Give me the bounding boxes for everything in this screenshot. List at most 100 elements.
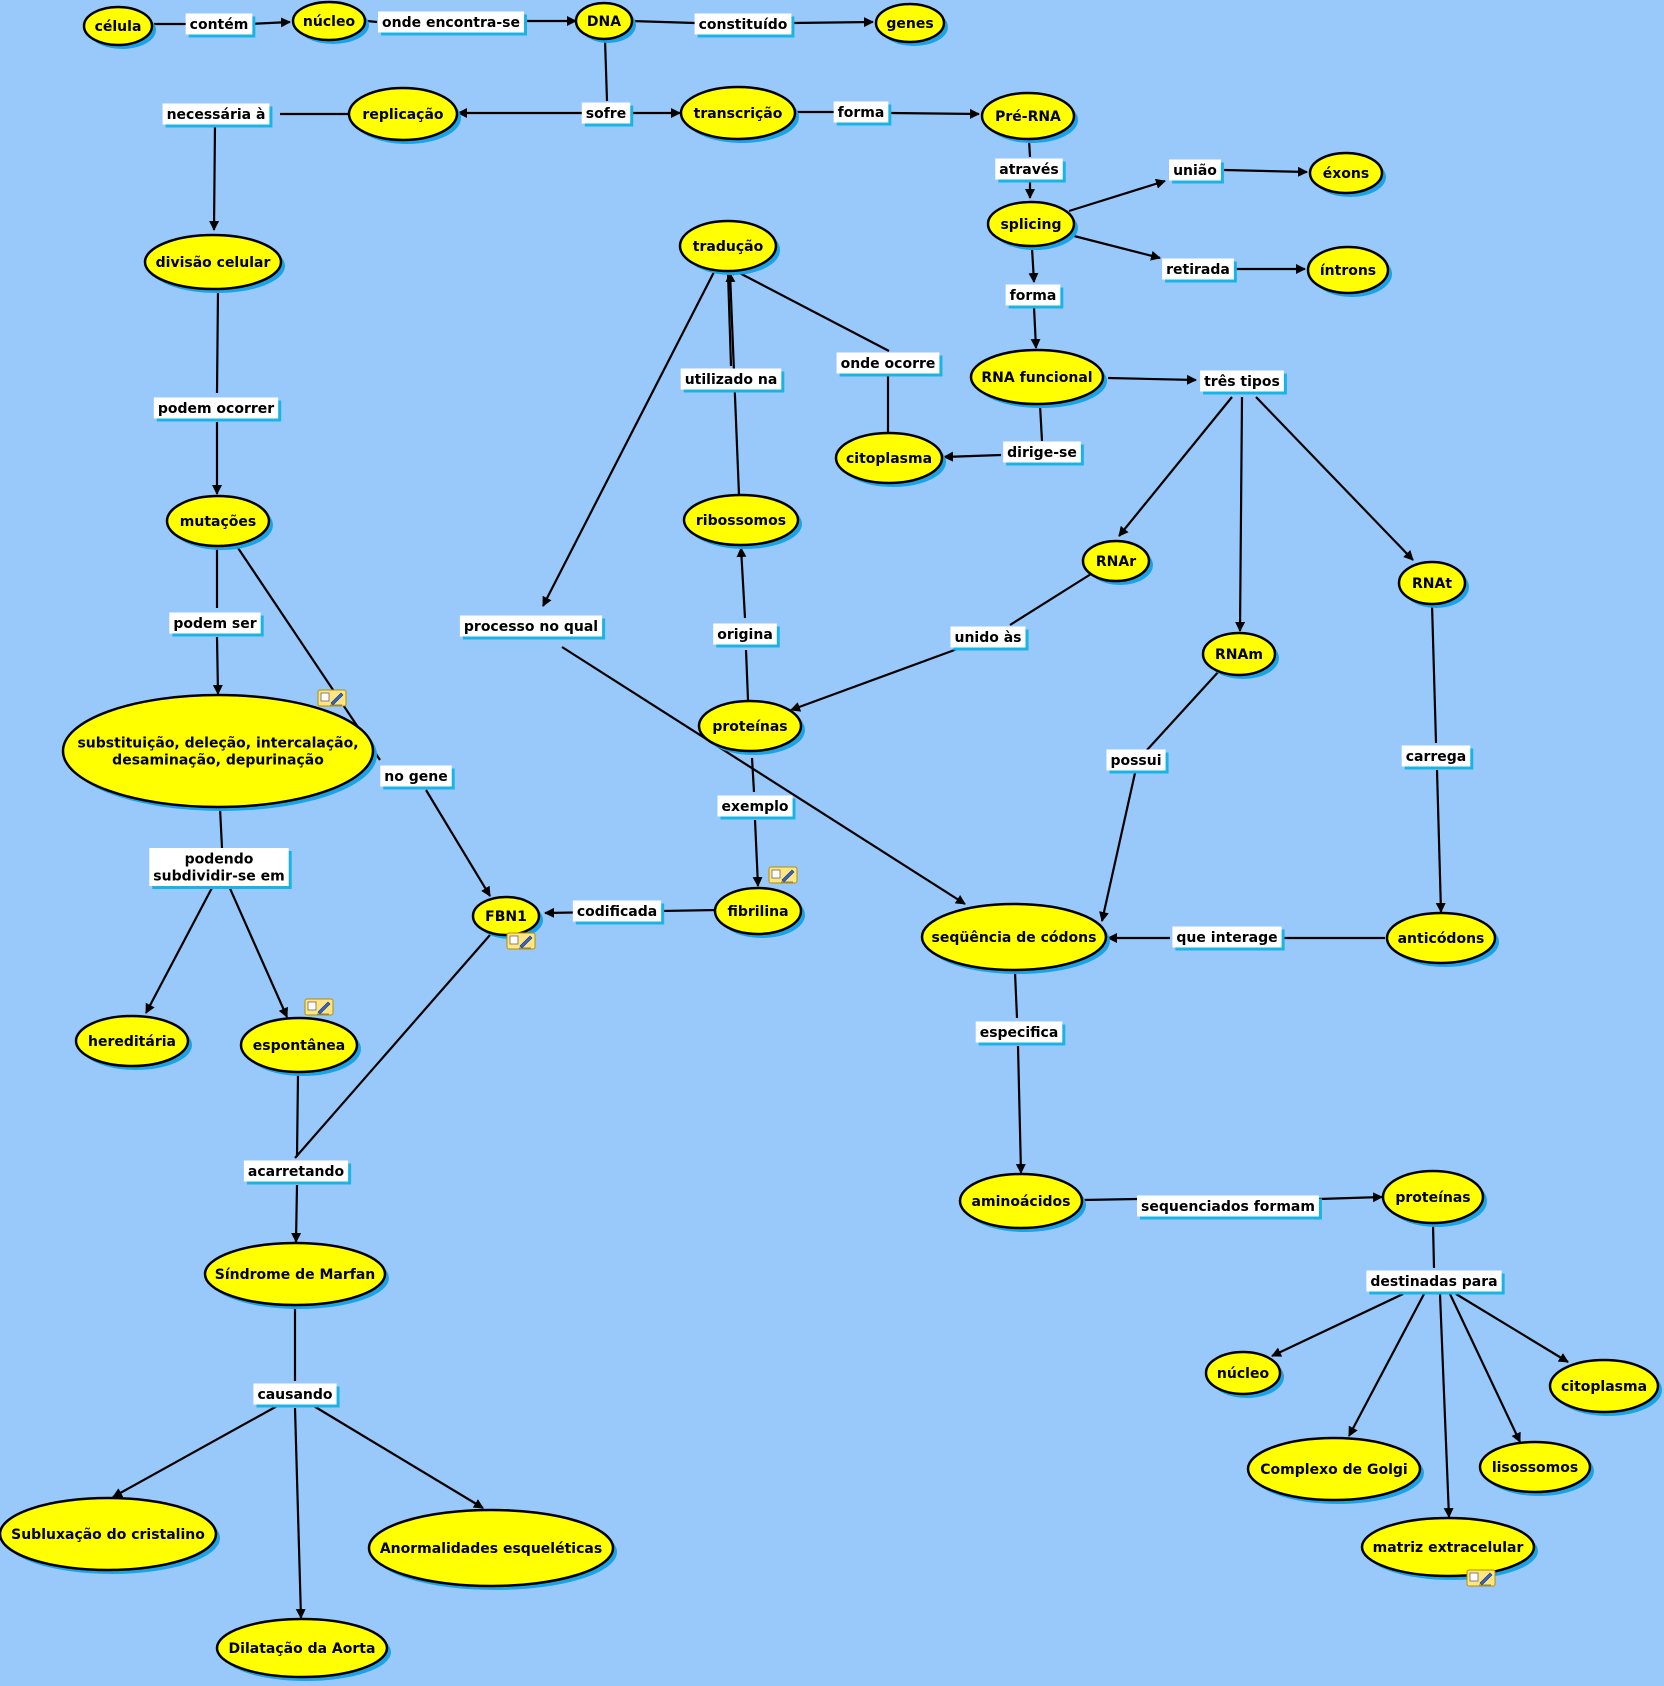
concept-citoplasma2[interactable]: citoplasma <box>1548 1358 1662 1416</box>
concept-label: Síndrome de Marfan <box>215 1267 376 1283</box>
link-label-box <box>149 848 289 886</box>
concept-ellipse[interactable] <box>1201 631 1277 677</box>
concept-label: Anormalidades esqueléticas <box>380 1541 602 1557</box>
concept-ellipse[interactable] <box>874 2 946 44</box>
note-icon[interactable] <box>1466 1569 1496 1587</box>
concept-ellipse[interactable] <box>678 219 778 273</box>
concept-ellipse[interactable] <box>574 1 634 41</box>
concept-ellipse[interactable] <box>980 91 1076 141</box>
concept-citoplasma1[interactable]: citoplasma <box>834 431 946 487</box>
concept-ellipse[interactable] <box>1360 1516 1536 1578</box>
concept-ellipse[interactable] <box>679 85 797 141</box>
concept-ellipse[interactable] <box>165 494 271 548</box>
concept-ellipse[interactable] <box>215 1617 389 1679</box>
concept-ellipse[interactable] <box>143 233 283 291</box>
link-label-destinadas: destinadas para <box>1366 1270 1505 1295</box>
concept-dna[interactable]: DNA <box>574 1 636 43</box>
concept-seqcodons[interactable]: seqüência de códons <box>920 902 1110 974</box>
concept-ellipse[interactable] <box>834 431 944 485</box>
concept-label: fibrilina <box>727 904 788 920</box>
concept-ellipse[interactable] <box>471 895 541 937</box>
concept-ellipse[interactable] <box>82 5 154 47</box>
concept-rnar[interactable]: RNAr <box>1081 539 1153 585</box>
concept-ellipse[interactable] <box>713 886 803 936</box>
concept-label: célula <box>95 19 142 35</box>
concept-proteinas2[interactable]: proteínas <box>1381 1169 1487 1227</box>
concept-ellipse[interactable] <box>0 1496 218 1572</box>
concept-traducao[interactable]: tradução <box>678 219 780 275</box>
note-icon[interactable] <box>317 689 347 707</box>
concept-marfan[interactable]: Síndrome de Marfan <box>203 1241 389 1309</box>
note-icon[interactable] <box>304 998 334 1016</box>
concept-transcricao[interactable]: transcrição <box>679 85 799 143</box>
concept-ellipse[interactable] <box>203 1241 387 1307</box>
concept-fibrilina[interactable]: fibrilina <box>713 886 805 938</box>
concept-golgi[interactable]: Complexo de Golgi <box>1246 1436 1424 1504</box>
concept-ellipse[interactable] <box>697 699 803 753</box>
concept-ellipse[interactable] <box>1081 539 1151 583</box>
concept-ellipse[interactable] <box>74 1014 190 1068</box>
concept-celula[interactable]: célula <box>82 5 156 49</box>
link-label-box <box>572 900 662 922</box>
concept-fbn1[interactable]: FBN1 <box>471 895 543 939</box>
concept-introns[interactable]: íntrons <box>1306 245 1392 297</box>
concept-substituicao[interactable]: substituição, deleção, intercalação,desa… <box>61 693 377 811</box>
concept-ellipse[interactable] <box>347 86 459 142</box>
concept-ellipse[interactable] <box>61 693 375 809</box>
concept-anormalidades[interactable]: Anormalidades esqueléticas <box>367 1508 617 1590</box>
concept-ellipse[interactable] <box>920 902 1108 972</box>
concept-ellipse[interactable] <box>291 0 367 42</box>
concept-ellipse[interactable] <box>1308 151 1384 195</box>
connection-line <box>1107 374 1197 385</box>
concept-ellipse[interactable] <box>367 1508 615 1588</box>
link-label-box <box>380 765 452 787</box>
concept-exons[interactable]: éxons <box>1308 151 1386 197</box>
concept-prerna[interactable]: Pré-RNA <box>980 91 1078 143</box>
concept-proteinas1[interactable]: proteínas <box>697 699 805 755</box>
concept-genes[interactable]: genes <box>874 2 948 46</box>
concept-ellipse[interactable] <box>1548 1358 1660 1414</box>
concept-ellipse[interactable] <box>1246 1436 1422 1502</box>
concept-lisossomos[interactable]: lisossomos <box>1478 1440 1594 1496</box>
concept-ellipse[interactable] <box>986 200 1076 248</box>
concept-matriz[interactable]: matriz extracelular <box>1360 1516 1538 1580</box>
link-label-text: subdividir-se em <box>153 869 284 885</box>
concept-ellipse[interactable] <box>1397 560 1467 606</box>
concept-label: lisossomos <box>1492 1460 1578 1476</box>
concept-ribossomos[interactable]: ribossomos <box>682 493 802 549</box>
connection-line <box>943 451 1002 462</box>
concept-rnam[interactable]: RNAm <box>1201 631 1279 679</box>
concept-rnat[interactable]: RNAt <box>1397 560 1469 608</box>
concept-ellipse[interactable] <box>1381 1169 1485 1225</box>
connection-line <box>1015 1045 1026 1174</box>
concept-espontanea[interactable]: espontânea <box>239 1016 361 1076</box>
concept-nucleo2[interactable]: núcleo <box>1204 1350 1284 1398</box>
concept-subluxacao[interactable]: Subluxação do cristalino <box>0 1496 220 1574</box>
concept-ellipse[interactable] <box>958 1172 1084 1230</box>
concept-splicing[interactable]: splicing <box>986 200 1078 250</box>
concept-dilatacao[interactable]: Dilatação da Aorta <box>215 1617 391 1681</box>
concept-hereditaria[interactable]: hereditária <box>74 1014 192 1070</box>
concept-ellipse[interactable] <box>1385 911 1497 965</box>
link-label-podem-ser: podem ser <box>169 612 264 637</box>
concept-ellipse[interactable] <box>239 1016 359 1074</box>
concept-anticodons[interactable]: anticódons <box>1385 911 1499 967</box>
concept-aminoacidos[interactable]: aminoácidos <box>958 1172 1086 1232</box>
concept-ellipse[interactable] <box>682 493 800 547</box>
concept-ellipse[interactable] <box>1306 245 1390 295</box>
concept-replicacao[interactable]: replicação <box>347 86 461 144</box>
concept-ellipse[interactable] <box>969 348 1105 406</box>
link-label-uniao: união <box>1169 159 1224 184</box>
concept-ellipse[interactable] <box>1204 1350 1282 1396</box>
link-label-text: podem ocorrer <box>158 401 274 417</box>
concept-mutacoes[interactable]: mutações <box>165 494 273 550</box>
concept-divisao[interactable]: divisão celular <box>143 233 285 293</box>
note-icon[interactable] <box>768 866 798 884</box>
concept-rnafunc[interactable]: RNA funcional <box>969 348 1107 408</box>
concept-ellipse[interactable] <box>1478 1440 1592 1494</box>
link-label-origina: origina <box>713 623 780 648</box>
concept-nucleo[interactable]: núcleo <box>291 0 369 44</box>
note-icon[interactable] <box>506 932 536 950</box>
link-label-text: utilizado na <box>685 372 778 388</box>
link-label-text: no gene <box>384 769 447 785</box>
